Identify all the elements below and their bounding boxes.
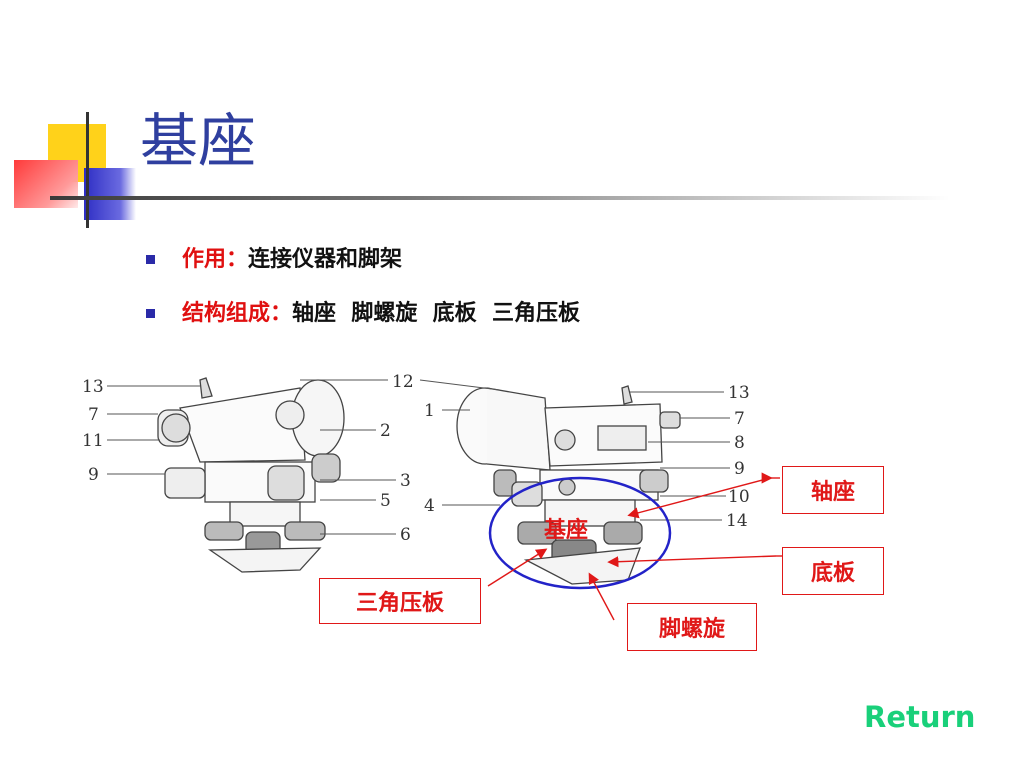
bullet-label: 作用： <box>182 246 249 272</box>
right-part-numbers: 1 4 13 7 8 9 10 14 <box>424 383 750 531</box>
bullet-value: 连接仪器和脚架 <box>248 246 403 272</box>
right-instrument-drawing <box>456 385 681 585</box>
callout-diban: 底板 <box>782 547 884 595</box>
part-number: 14 <box>726 511 748 531</box>
part-number: 13 <box>82 377 104 397</box>
deco-blue-square <box>84 168 136 220</box>
bullet-function: 作用：连接仪器和脚架 <box>146 248 402 270</box>
callout-sanjiao: 三角压板 <box>319 578 481 624</box>
part-number: 5 <box>380 491 391 511</box>
deco-red-square <box>14 160 78 208</box>
part-number: 4 <box>424 496 435 516</box>
part-number: 2 <box>380 421 391 441</box>
bullet-label: 结构组成： <box>182 300 293 326</box>
return-link[interactable]: Return <box>864 700 976 734</box>
callout-arrows <box>487 472 782 621</box>
bullet-structure: 结构组成：轴座 脚螺旋 底板 三角压板 <box>146 302 580 324</box>
bullet-square-icon <box>146 255 155 264</box>
deco-vertical-line <box>86 112 89 228</box>
part-number: 7 <box>734 409 745 429</box>
left-leader-lines <box>107 379 396 535</box>
part-number: 3 <box>400 471 411 491</box>
bullet-value: 轴座 脚螺旋 底板 三角压板 <box>292 300 580 326</box>
title-rule <box>50 196 950 200</box>
base-highlight-ellipse <box>488 476 672 590</box>
left-instrument-drawing <box>157 377 345 573</box>
part-number: 8 <box>734 433 745 453</box>
callout-jiaoluoxuan: 脚螺旋 <box>627 603 757 651</box>
part-number: 1 <box>424 401 435 421</box>
left-part-numbers: 13 7 11 9 12 2 3 5 6 <box>82 372 414 545</box>
part-number: 6 <box>400 525 411 545</box>
part-number: 9 <box>734 459 745 479</box>
part-number: 13 <box>728 383 750 403</box>
right-leader-lines <box>419 379 730 521</box>
part-number: 11 <box>82 431 104 451</box>
part-number: 10 <box>728 487 750 507</box>
part-number: 9 <box>88 465 99 485</box>
bullet-square-icon <box>146 309 155 318</box>
callout-zhouzuo: 轴座 <box>782 466 884 514</box>
part-number: 7 <box>88 405 99 425</box>
slide-title: 基座 <box>140 107 257 175</box>
base-center-label: 基座 <box>544 517 589 543</box>
part-number: 12 <box>392 372 414 392</box>
